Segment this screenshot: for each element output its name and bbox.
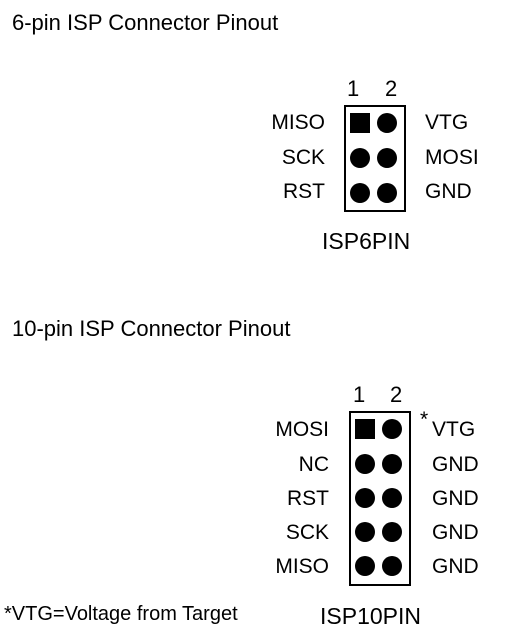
isp6-pin-column-2: 2 xyxy=(385,76,398,101)
isp6-left-label: MISO xyxy=(271,111,325,134)
isp10-pin-column-2: 2 xyxy=(390,382,403,407)
isp6-title: 6-pin ISP Connector Pinout xyxy=(12,10,279,35)
isp10-vtg-asterisk: * xyxy=(420,408,429,431)
isp10-pin8 xyxy=(382,522,402,542)
isp6-part-name: ISP6PIN xyxy=(322,228,411,254)
isp6-right-label: MOSI xyxy=(425,146,479,169)
isp6-pin2 xyxy=(377,113,397,133)
isp6-pin4 xyxy=(377,148,397,168)
isp6-pin1-square xyxy=(350,113,370,133)
isp10-pin-column-1: 1 xyxy=(353,382,366,407)
isp10-pin3 xyxy=(355,454,375,474)
isp10-title: 10-pin ISP Connector Pinout xyxy=(12,316,291,341)
isp10-part-name: ISP10PIN xyxy=(320,603,421,629)
isp10-pin7 xyxy=(355,522,375,542)
isp10-right-label: VTG xyxy=(432,418,476,441)
isp6-right-label: GND xyxy=(425,180,472,203)
isp6-pin-column-1: 1 xyxy=(347,76,360,101)
isp6-pin5 xyxy=(350,183,370,203)
isp10-left-label: MOSI xyxy=(275,418,329,441)
isp10-left-label: SCK xyxy=(285,521,329,544)
isp10-pin10 xyxy=(382,556,402,576)
vtg-footnote: *VTG=Voltage from Target xyxy=(4,603,238,625)
isp10-right-label: GND xyxy=(432,521,479,544)
isp10-pin2 xyxy=(382,419,402,439)
isp10-pin6 xyxy=(382,488,402,508)
isp6-pin6 xyxy=(377,183,397,203)
isp10-right-label: GND xyxy=(432,487,479,510)
isp6-right-label: VTG xyxy=(425,111,469,134)
isp6-left-label: SCK xyxy=(281,146,325,169)
isp6-pin3 xyxy=(350,148,370,168)
isp10-right-label: GND xyxy=(432,555,479,578)
isp10-pin9 xyxy=(355,556,375,576)
isp10-pin1-square xyxy=(355,419,375,439)
isp6-left-label: RST xyxy=(283,180,325,203)
isp10-left-label: RST xyxy=(287,487,329,510)
isp10-pin5 xyxy=(355,488,375,508)
isp10-right-label: GND xyxy=(432,453,479,476)
isp10-left-label: NC xyxy=(298,453,329,476)
isp10-left-label: MISO xyxy=(275,555,329,578)
isp10-pin4 xyxy=(382,454,402,474)
